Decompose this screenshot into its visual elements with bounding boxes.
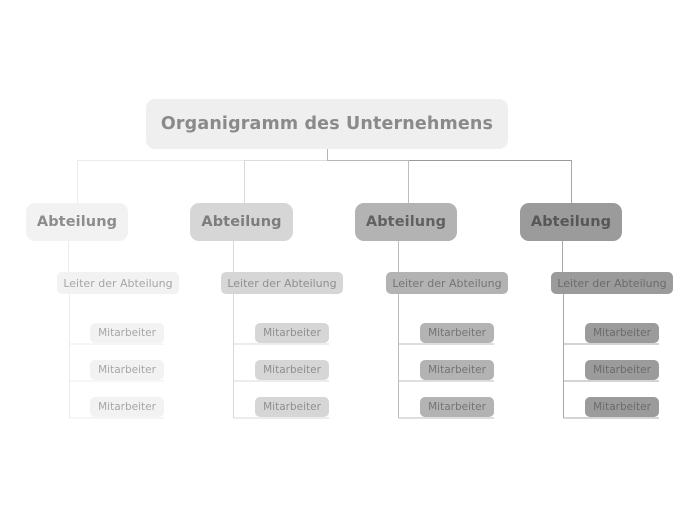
staff-node-1-2[interactable]: Mitarbeiter — [90, 360, 164, 380]
staff-node-4-3[interactable]: Mitarbeiter — [585, 397, 659, 417]
department-node-1[interactable]: Abteilung — [26, 203, 128, 241]
department-node-4[interactable]: Abteilung — [520, 203, 622, 241]
department-node-3[interactable]: Abteilung — [355, 203, 457, 241]
chart-title-node[interactable]: Organigramm des Unternehmens — [146, 99, 508, 149]
department-lead-node-2[interactable]: Leiter der Abteilung — [221, 272, 343, 294]
staff-node-2-1[interactable]: Mitarbeiter — [255, 323, 329, 343]
staff-node-3-1[interactable]: Mitarbeiter — [420, 323, 494, 343]
department-lead-node-4[interactable]: Leiter der Abteilung — [551, 272, 673, 294]
staff-node-1-3[interactable]: Mitarbeiter — [90, 397, 164, 417]
department-lead-node-1[interactable]: Leiter der Abteilung — [57, 272, 179, 294]
department-node-2[interactable]: Abteilung — [190, 203, 293, 241]
staff-node-2-3[interactable]: Mitarbeiter — [255, 397, 329, 417]
staff-node-4-2[interactable]: Mitarbeiter — [585, 360, 659, 380]
staff-node-3-3[interactable]: Mitarbeiter — [420, 397, 494, 417]
staff-node-4-1[interactable]: Mitarbeiter — [585, 323, 659, 343]
staff-node-2-2[interactable]: Mitarbeiter — [255, 360, 329, 380]
staff-node-1-1[interactable]: Mitarbeiter — [90, 323, 164, 343]
department-lead-node-3[interactable]: Leiter der Abteilung — [386, 272, 508, 294]
staff-node-3-2[interactable]: Mitarbeiter — [420, 360, 494, 380]
